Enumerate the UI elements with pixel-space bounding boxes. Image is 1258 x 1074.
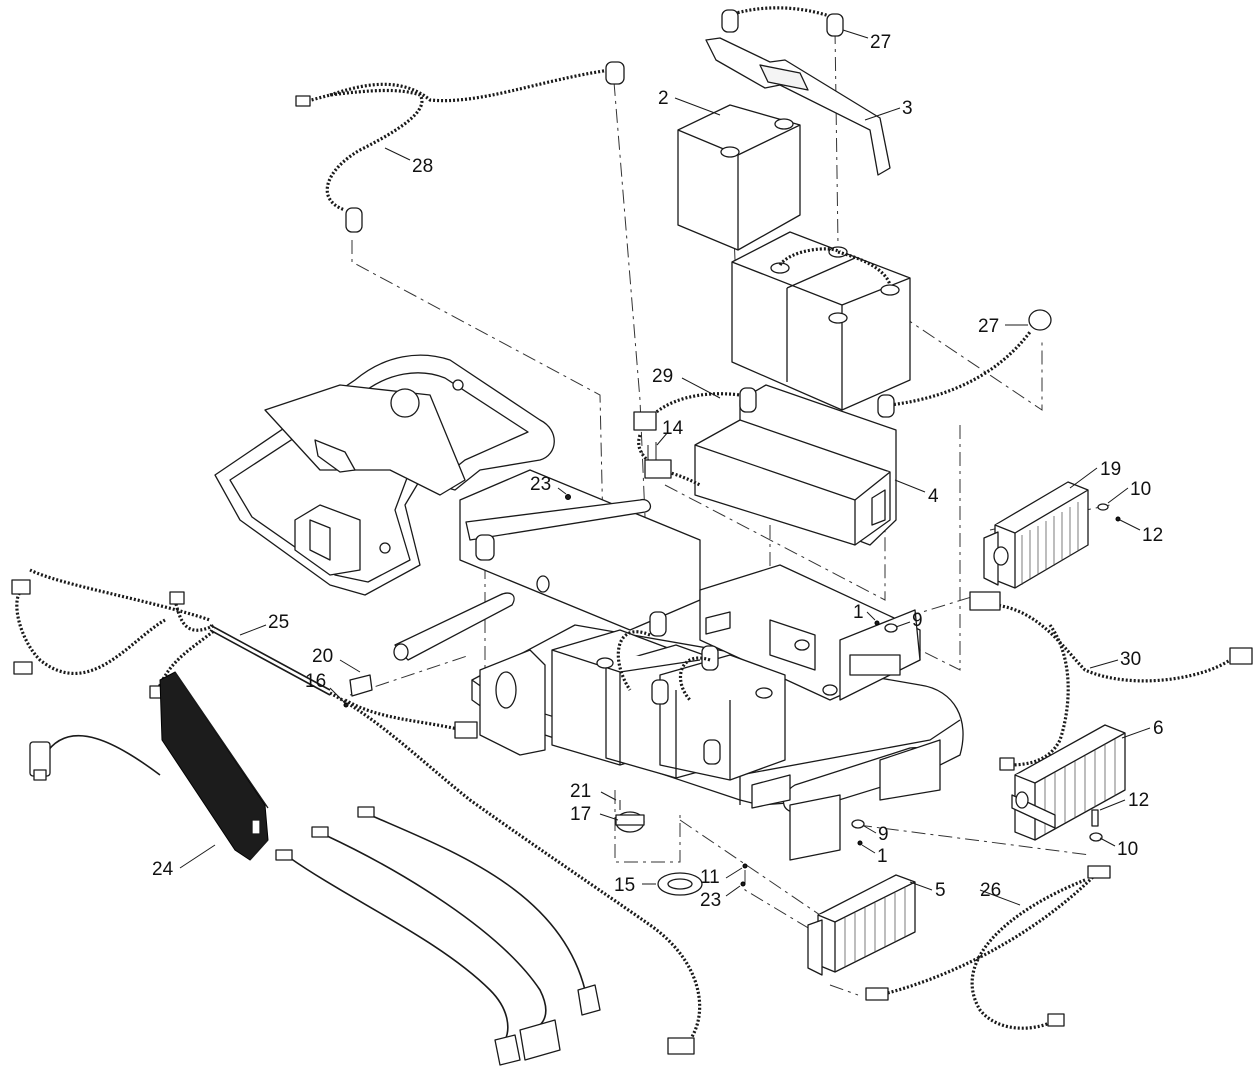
- callout-12-lower: 12: [1128, 790, 1149, 811]
- callout-6: 6: [1153, 718, 1164, 739]
- callout-14: 14: [662, 418, 684, 439]
- callout-16: 16: [305, 671, 326, 692]
- callout-23-lower: 23: [700, 890, 721, 911]
- callout-9-upper: 9: [912, 610, 923, 631]
- callout-11: 11: [700, 867, 720, 888]
- charger-24: [29, 671, 269, 861]
- jumper-cable-27-top: [721, 6, 844, 37]
- callout-5: 5: [935, 880, 946, 901]
- callout-30: 30: [1120, 649, 1141, 670]
- callout-25: 25: [268, 612, 289, 633]
- callout-21: 21: [570, 781, 591, 802]
- main-chassis: [393, 469, 701, 661]
- callout-3: 3: [902, 98, 913, 119]
- callout-29: 29: [652, 366, 673, 387]
- callout-15: 15: [614, 875, 635, 896]
- callout-10-upper: 10: [1130, 479, 1151, 500]
- callout-4: 4: [928, 486, 939, 507]
- battery-pair-lower: [731, 231, 911, 411]
- callout-17: 17: [570, 804, 591, 825]
- callout-12-upper: 12: [1142, 525, 1163, 546]
- callouts: 27 2 3 28 27 29 14 23 4 19 10 12 25 1 9 …: [152, 32, 1164, 911]
- callout-24: 24: [152, 859, 174, 880]
- callout-27-top: 27: [870, 32, 891, 53]
- connector-29: [633, 387, 757, 487]
- rear-frame: [214, 354, 555, 596]
- callout-20: 20: [312, 646, 333, 667]
- controller-6: [1011, 724, 1126, 841]
- callout-27-right: 27: [978, 316, 999, 337]
- controller-19: [983, 481, 1121, 589]
- battery-block-lower: [551, 611, 786, 781]
- harness-30: [969, 591, 1253, 771]
- callout-1-upper: 1: [853, 602, 864, 623]
- callout-19: 19: [1100, 459, 1121, 480]
- callout-1-lower: 1: [877, 846, 888, 867]
- callout-2: 2: [658, 88, 669, 109]
- callout-23-upper: 23: [530, 474, 551, 495]
- battery-upper: [677, 104, 801, 251]
- callout-9-lower: 9: [878, 824, 889, 845]
- harness-28: [295, 61, 625, 233]
- leader-lines: [179, 29, 1151, 906]
- callout-28: 28: [412, 156, 433, 177]
- battery-tray: [694, 384, 897, 546]
- harness-26: [865, 865, 1111, 1030]
- power-cords: [275, 806, 601, 1066]
- controller-5: [807, 874, 916, 976]
- jumper-cable-27-right: [877, 309, 1052, 418]
- callout-26: 26: [980, 880, 1001, 901]
- hardware: [343, 494, 1103, 896]
- callout-10-lower: 10: [1117, 839, 1138, 860]
- battery-hold-down-bracket: [705, 37, 891, 176]
